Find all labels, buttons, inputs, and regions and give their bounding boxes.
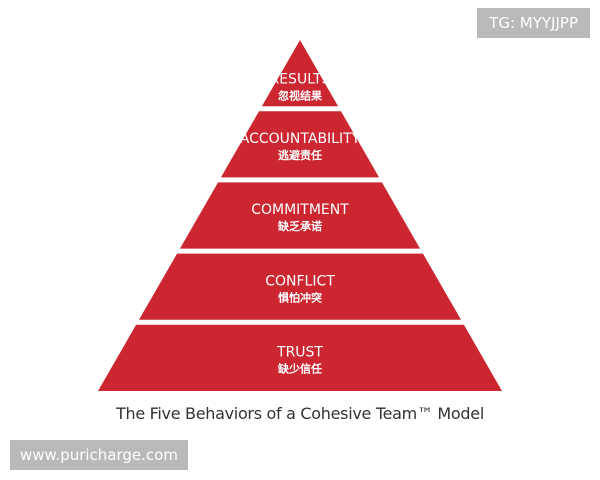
pyramid-tier-conflict <box>138 253 462 320</box>
diagram-caption: The Five Behaviors of a Cohesive Team™ M… <box>116 404 484 423</box>
tier-label-en: COMMITMENT <box>251 202 349 218</box>
tier-label-en: CONFLICT <box>265 273 335 289</box>
tier-label-zh: 缺少信任 <box>277 362 322 376</box>
watermark-website: www.puricharge.com <box>10 440 188 470</box>
tier-label-en: RESULTS <box>269 72 330 88</box>
tier-label-zh: 缺乏承诺 <box>277 219 322 233</box>
tier-label-en: TRUST <box>276 345 323 361</box>
pyramid-diagram: RESULTS忽视结果ACCOUNTABILITY逃避责任COMMITMENT缺… <box>98 40 502 391</box>
tier-label-en: ACCOUNTABILITY <box>240 131 361 147</box>
pyramid-tier-accountability <box>220 111 380 178</box>
pyramid-tier-trust <box>98 324 502 391</box>
pyramid-tier-results <box>261 40 339 107</box>
tier-label-zh: 惧怕冲突 <box>278 290 322 304</box>
watermark-telegram: TG: MYYJJPP <box>477 8 590 38</box>
pyramid-tier-commitment <box>179 182 421 249</box>
tier-label-zh: 忽视结果 <box>278 89 322 103</box>
tier-label-zh: 逃避责任 <box>278 148 322 162</box>
